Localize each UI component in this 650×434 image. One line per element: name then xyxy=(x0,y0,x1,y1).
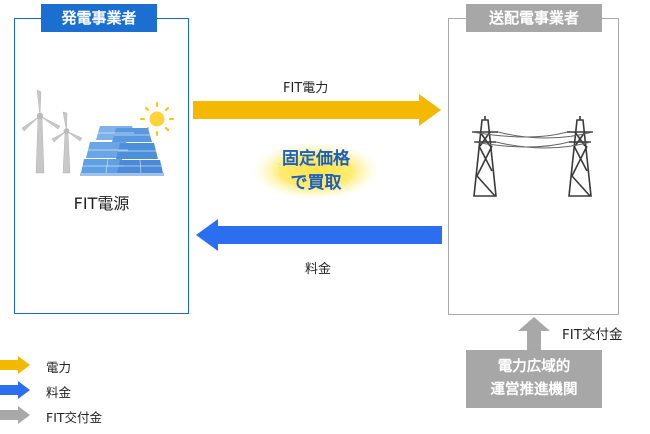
subsidy-flow-arrow xyxy=(518,317,550,351)
renewable-energy-icon xyxy=(21,89,174,176)
fit-power-source-label: FIT電源 xyxy=(73,194,130,213)
power-flow-arrow xyxy=(193,94,441,126)
wind-turbine-small-icon xyxy=(51,111,83,174)
legend-subsidy-swatch xyxy=(0,406,30,424)
occto-box: 電力広域的 運営推進機関 xyxy=(466,350,602,408)
legend-subsidy-label: FIT交付金 xyxy=(46,410,103,425)
payment-flow-arrow xyxy=(196,219,442,251)
fixed-price-purchase-label: 固定価格 で買取 xyxy=(252,142,380,200)
fixed-price-line2: で買取 xyxy=(290,173,342,193)
fixed-price-line1: 固定価格 xyxy=(282,149,350,169)
occto-line1: 電力広域的 xyxy=(497,359,571,375)
legend-payment-label: 料金 xyxy=(46,385,72,400)
fit-subsidy-label: FIT交付金 xyxy=(562,327,623,343)
fixed-price-glow xyxy=(252,142,380,200)
legend-payment-swatch xyxy=(0,381,30,399)
fit-power-label: FIT電力 xyxy=(283,81,329,96)
payment-label: 料金 xyxy=(305,262,332,277)
generator-tag: 発電事業者 xyxy=(41,4,157,32)
occto-line2: 運営推進機関 xyxy=(490,382,578,398)
legend-power-label: 電力 xyxy=(46,360,72,375)
legend-power-swatch xyxy=(0,356,30,374)
grid-operator-tag: 送配電事業者 xyxy=(466,4,602,32)
solar-panel-icon xyxy=(80,126,164,176)
transmission-tower-icon xyxy=(471,116,594,197)
wind-turbine-icon xyxy=(21,89,61,174)
